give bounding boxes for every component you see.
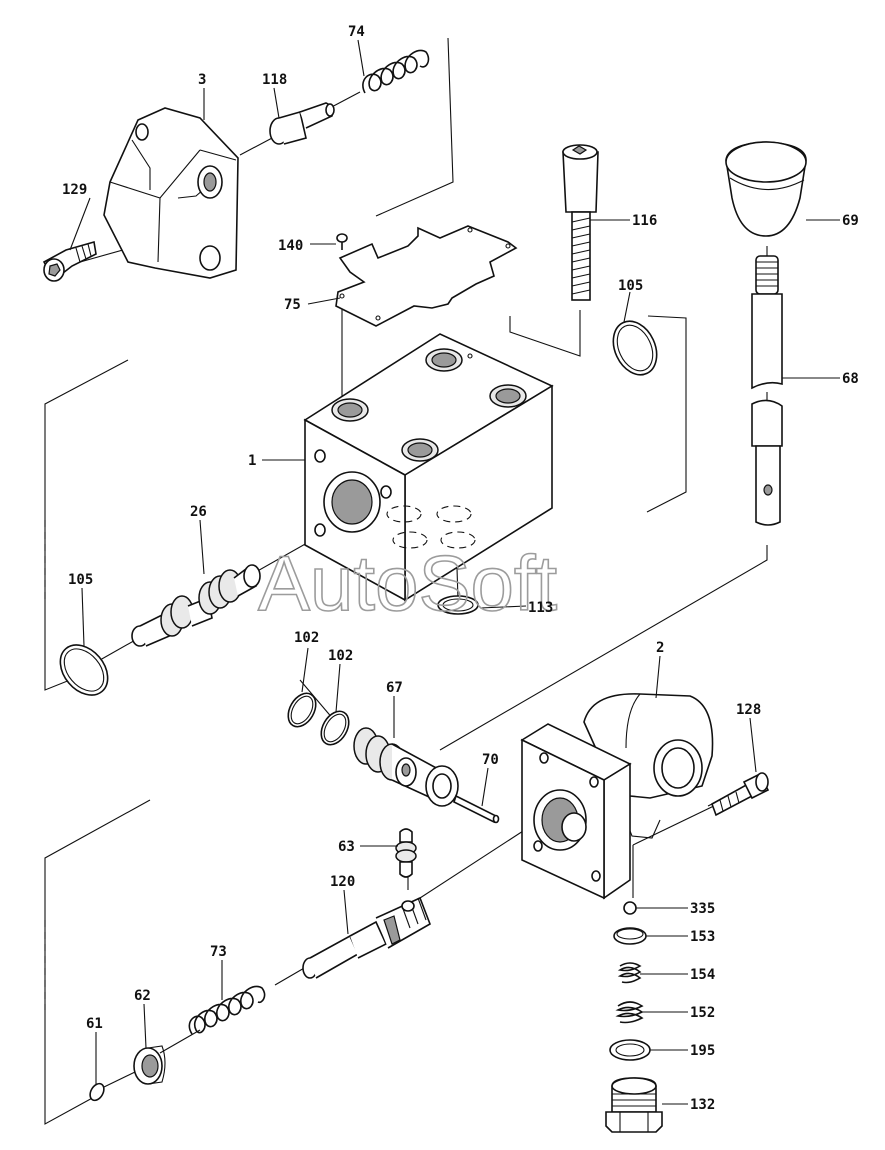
lever-part-68 (751, 255, 783, 526)
callout-102-right: 102 (328, 648, 353, 664)
callout-118: 118 (262, 72, 287, 88)
valve-body-part-1 (303, 333, 554, 602)
callout-132: 132 (690, 1097, 715, 1113)
callout-labels: 3 118 74 129 140 75 116 105 69 68 1 26 1… (62, 24, 859, 1113)
spring-part-74 (362, 49, 430, 94)
callout-74: 74 (348, 24, 365, 40)
callout-62: 62 (134, 988, 151, 1004)
screw-part-128 (711, 772, 770, 817)
callout-153: 153 (690, 929, 715, 945)
callout-335: 335 (690, 901, 715, 917)
ring-part-61 (89, 1082, 105, 1102)
callout-26: 26 (190, 504, 207, 520)
spool-part-26 (131, 564, 261, 647)
callout-116: 116 (632, 213, 657, 229)
callout-105-lower: 105 (68, 572, 93, 588)
pin-part-70 (453, 794, 500, 824)
callout-70: 70 (482, 752, 499, 768)
ball-part-335 (623, 901, 637, 915)
callout-73: 73 (210, 944, 227, 960)
housing-part-2 (520, 693, 714, 900)
callout-140: 140 (278, 238, 303, 254)
o-ring-part-113 (437, 595, 479, 615)
piston-part-67 (353, 727, 459, 807)
callout-113: 113 (528, 600, 553, 616)
callout-67: 67 (386, 680, 403, 696)
spring-part-152 (615, 1001, 644, 1024)
socket-screw-part-129 (42, 240, 97, 282)
callout-61: 61 (86, 1016, 103, 1032)
o-ring-part-105-lower (59, 644, 109, 696)
callout-69: 69 (842, 213, 859, 229)
callout-3: 3 (198, 72, 206, 88)
knob-part-69 (725, 141, 807, 237)
autosoft-watermark: AutoSoft (258, 539, 558, 627)
o-ring-part-102-left (287, 692, 317, 728)
leader-lines (69, 39, 840, 1105)
callout-75: 75 (284, 297, 301, 313)
callout-120: 120 (330, 874, 355, 890)
callout-129: 129 (62, 182, 87, 198)
spring-part-73 (188, 985, 266, 1035)
plug-part-132 (605, 1077, 663, 1133)
callout-128: 128 (736, 702, 761, 718)
callout-152: 152 (690, 1005, 715, 1021)
bolt-part-116 (562, 144, 599, 301)
callout-68: 68 (842, 371, 859, 387)
callout-154: 154 (690, 967, 715, 983)
gasket-part-75 (335, 225, 518, 327)
plug-part-118 (269, 102, 335, 145)
small-screw-part-140 (336, 233, 348, 250)
o-ring-part-105-upper (612, 320, 658, 376)
callout-195: 195 (690, 1043, 715, 1059)
callout-1: 1 (248, 453, 256, 469)
seat-part-153 (613, 927, 647, 945)
callout-2: 2 (656, 640, 664, 656)
o-ring-part-102-right (320, 710, 350, 746)
callout-102-left: 102 (294, 630, 319, 646)
spring-part-154 (617, 962, 642, 984)
seal-part-62 (133, 1045, 166, 1085)
cover-part-3 (103, 107, 239, 279)
shaft-part-120 (302, 896, 431, 979)
washer-part-195 (609, 1039, 651, 1061)
detent-pin-part-63 (395, 828, 417, 878)
callout-63: 63 (338, 839, 355, 855)
callout-105-upper: 105 (618, 278, 643, 294)
